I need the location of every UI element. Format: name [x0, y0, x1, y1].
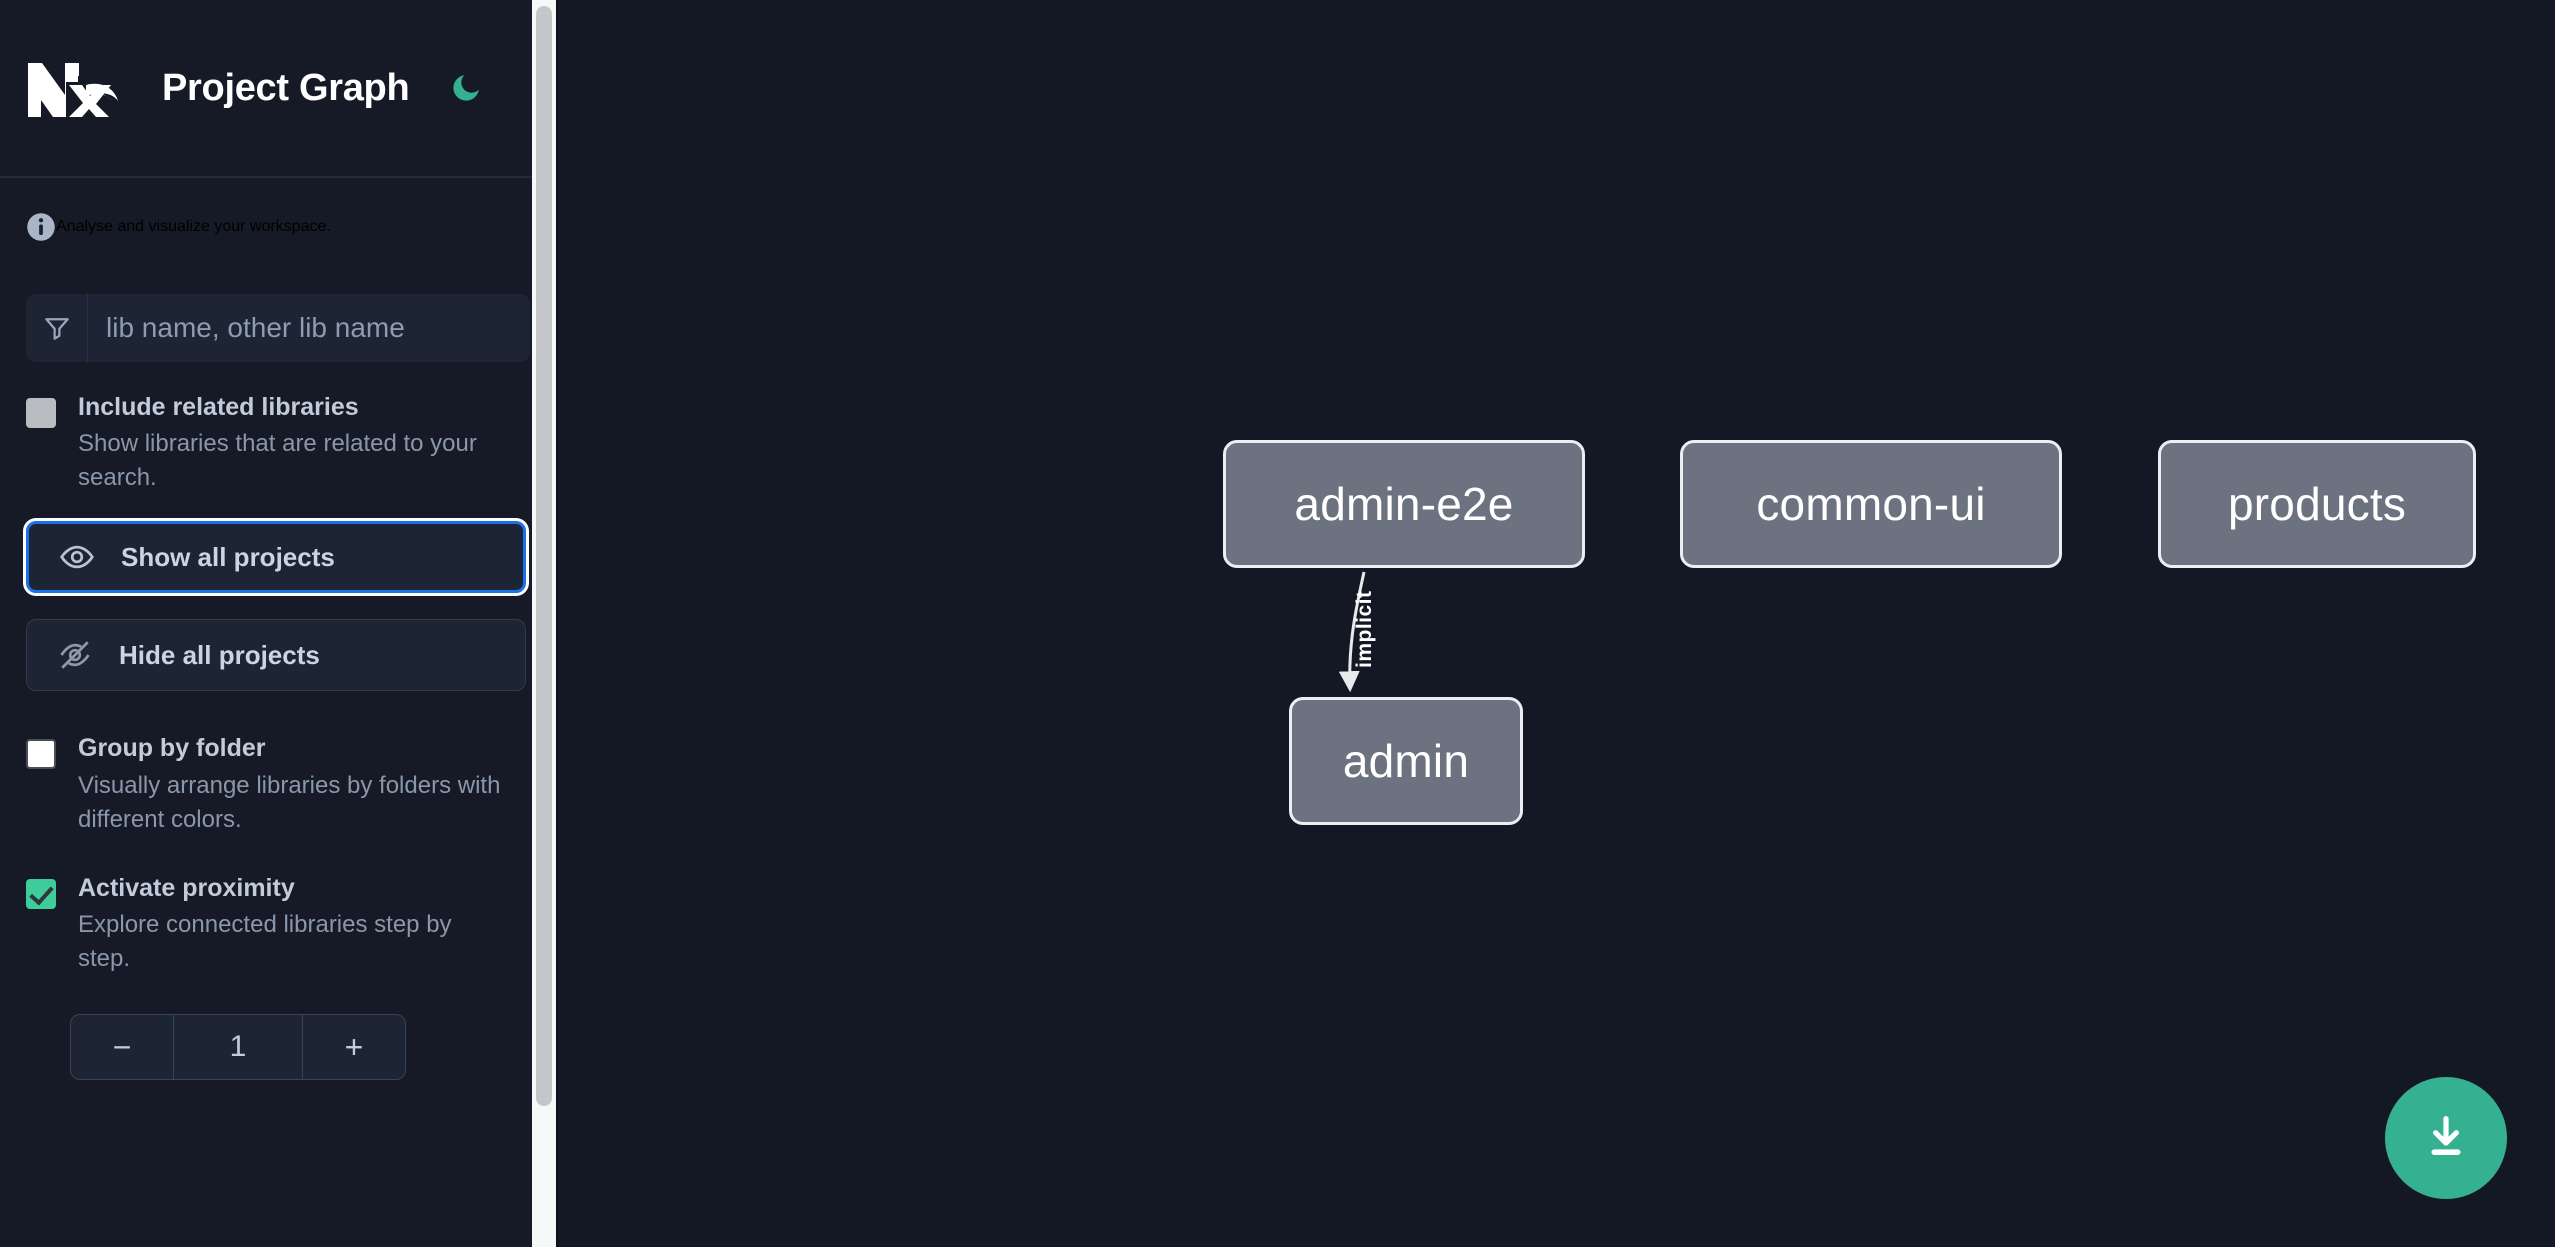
proximity-increment-button[interactable]: + [301, 1015, 405, 1080]
hide-all-projects-label: Hide all projects [119, 639, 320, 670]
graph-node-admin-e2e[interactable]: admin-e2e [1223, 440, 1585, 568]
checkbox-include-related-libraries[interactable] [26, 398, 56, 428]
option-description-include-related-libraries: Show libraries that are related to your … [78, 430, 477, 492]
proximity-value: 1 [229, 1030, 247, 1064]
option-label-include-related-libraries: Include related libraries [78, 393, 359, 421]
edge-label-admin-e2e-admin: implicit [1353, 590, 1376, 668]
sidebar-subtitle: Analyse and visualize your workspace. [0, 178, 556, 276]
filter-icon [26, 294, 88, 362]
download-icon [2420, 1111, 2472, 1166]
sidebar-scrollbar[interactable] [532, 0, 556, 1247]
option-description-group-by-folder: Visually arrange libraries by folders wi… [78, 771, 501, 833]
show-all-projects-button[interactable]: Show all projects [26, 521, 526, 594]
graph-node-common-ui[interactable]: common-ui [1680, 440, 2062, 568]
search-input[interactable] [88, 294, 530, 362]
eye-off-icon [57, 637, 93, 673]
proximity-decrement-button[interactable]: − [71, 1015, 175, 1080]
download-graph-button[interactable] [2385, 1077, 2507, 1199]
search-field[interactable] [26, 294, 530, 362]
option-label-group-by-folder: Group by folder [78, 734, 266, 763]
eye-icon [59, 539, 95, 575]
graph-edges [1338, 571, 1366, 693]
graph-node-products[interactable]: products [2158, 440, 2476, 568]
moon-icon[interactable] [445, 67, 487, 109]
sidebar-scrollbar-thumb[interactable] [536, 6, 552, 1106]
option-activate-proximity[interactable]: Activate proximity Explore connected lib… [26, 873, 530, 976]
option-include-related-libraries[interactable]: Include related libraries Show libraries… [26, 392, 530, 495]
sidebar-body: Include related libraries Show libraries… [0, 294, 556, 1081]
option-group-by-folder[interactable]: Group by folder Visually arrange librari… [26, 733, 530, 836]
proximity-stepper[interactable]: − 1 + [70, 1014, 406, 1081]
info-icon [26, 212, 56, 242]
nx-logo-icon [26, 57, 122, 119]
graph-canvas[interactable]: implicit implicit admin-e2e common-ui pr… [556, 0, 2555, 1247]
option-label-activate-proximity: Activate proximity [78, 873, 295, 902]
show-all-projects-label: Show all projects [121, 541, 335, 572]
checkbox-activate-proximity[interactable] [26, 878, 56, 909]
sidebar-subtitle-text: Analyse and visualize your workspace. [56, 218, 331, 235]
sidebar: Project Graph Analyse and visualize your… [0, 0, 556, 1247]
page-title: Project Graph [162, 66, 410, 109]
hide-all-projects-button[interactable]: Hide all projects [26, 619, 526, 692]
sidebar-header: Project Graph [0, 0, 556, 178]
graph-node-admin[interactable]: admin [1289, 697, 1523, 825]
option-description-activate-proximity: Explore connected libraries step by step… [78, 911, 452, 973]
checkbox-group-by-folder[interactable] [26, 739, 56, 770]
